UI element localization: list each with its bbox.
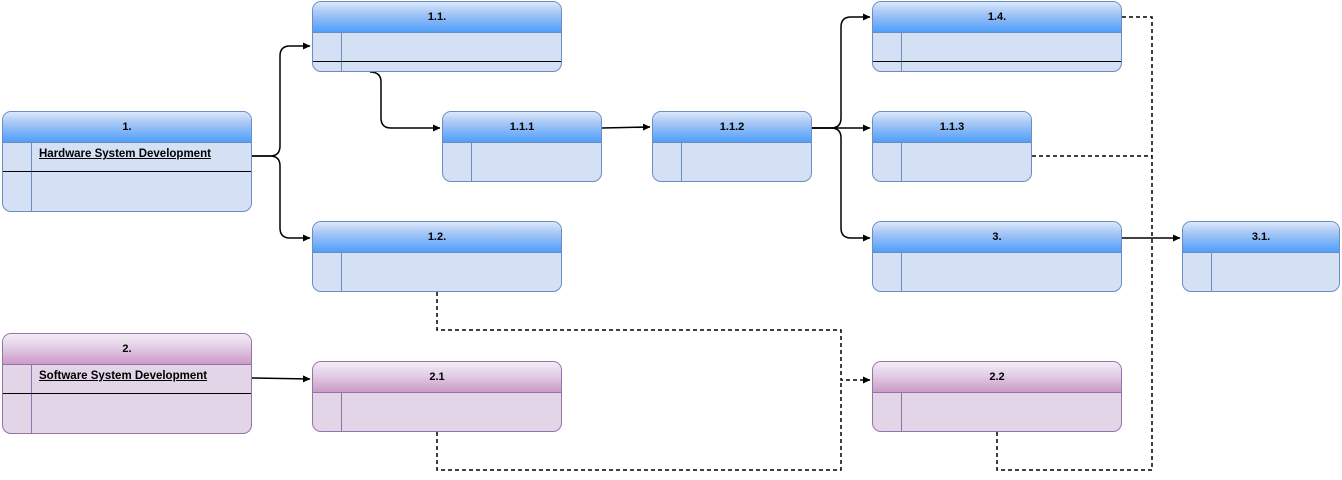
edge-1-1-to-1-1-1 [369, 71, 441, 132]
node-1-1-3[interactable]: 1.1.3 [872, 111, 1032, 182]
node-2-2[interactable]: 2.2 [872, 361, 1122, 432]
node-label: 1.1.3 [873, 112, 1031, 143]
node-label: 1. [3, 112, 251, 143]
node-1-1-2[interactable]: 1.1.2 [652, 111, 812, 182]
node-3[interactable]: 3. [872, 221, 1122, 292]
node-1-4[interactable]: 1.4. [872, 1, 1122, 72]
node-label: 1.4. [873, 2, 1121, 33]
node-label: 2.1 [313, 362, 561, 393]
node-label: 1.2. [313, 222, 561, 253]
node-label: 1.1.1 [443, 112, 601, 143]
node-2[interactable]: 2. Software System Development [2, 333, 252, 434]
node-label: 1.1. [313, 2, 561, 33]
node-3-1[interactable]: 3.1. [1182, 221, 1340, 292]
node-description: Hardware System Development [39, 148, 211, 160]
node-1-1-1[interactable]: 1.1.1 [442, 111, 602, 182]
node-label: 1.1.2 [653, 112, 811, 143]
node-description: Software System Development [39, 370, 208, 382]
edge-1-1-2-to-3 [812, 127, 871, 242]
edge-2-to-2-1 [251, 375, 311, 383]
node-label: 2.2 [873, 362, 1121, 393]
node-1[interactable]: 1. Hardware System Development [2, 111, 252, 212]
edge-1-1-1-to-1-1-2 [601, 123, 651, 131]
node-label: 3.1. [1183, 222, 1339, 253]
node-1-1[interactable]: 1.1. [312, 1, 562, 72]
node-2-1[interactable]: 2.1 [312, 361, 562, 432]
edge-1-1-2-to-1-4 [812, 13, 871, 129]
edge-1-to-1-2 [252, 155, 311, 242]
node-label: 2. [3, 334, 251, 365]
node-label: 3. [873, 222, 1121, 253]
node-1-2[interactable]: 1.2. [312, 221, 562, 292]
edge-1-to-1-1 [252, 42, 311, 157]
